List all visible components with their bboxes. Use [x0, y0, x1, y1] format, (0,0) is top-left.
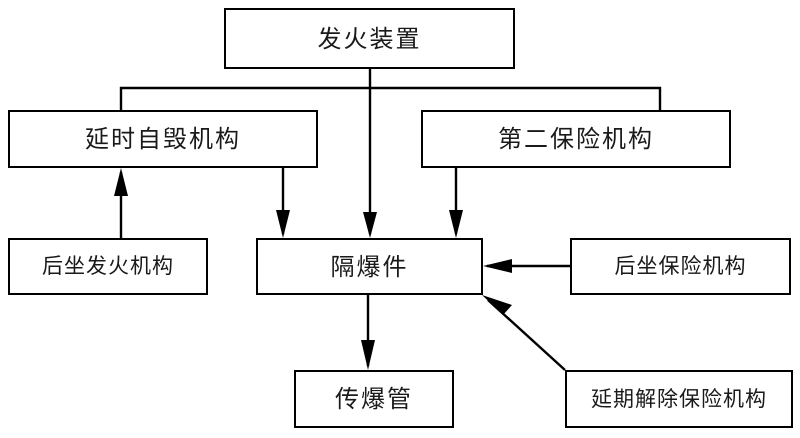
- node-label-ignition-device: 发火装置: [317, 24, 422, 53]
- node-label-delay-selfdestruct: 延时自毁机构: [85, 125, 241, 153]
- arrowhead-recoil-ignition-up: [114, 168, 128, 196]
- arrowhead-selfdestruct-to-isolator: [276, 210, 290, 238]
- edge-ignition-bus-right: [370, 86, 662, 110]
- node-label-recoil-ignition: 后坐发火机构: [42, 254, 174, 278]
- node-ignition-device[interactable]: 发火装置: [224, 8, 515, 69]
- node-label-recoil-safety: 后坐保险机构: [614, 254, 747, 278]
- node-recoil-ignition[interactable]: 后坐发火机构: [8, 238, 208, 295]
- node-label-second-safety: 第二保险机构: [498, 125, 654, 153]
- node-label-delayed-release-safety: 延期解除保险机构: [591, 386, 767, 411]
- arrowhead-delayed-release-upleft: [482, 295, 512, 315]
- node-label-detonating-tube: 传爆管: [335, 385, 413, 413]
- node-recoil-safety[interactable]: 后坐保险机构: [570, 238, 791, 295]
- node-explosion-isolator[interactable]: 隔爆件: [256, 238, 483, 295]
- arrowhead-isolator-to-detonating-tube: [361, 340, 375, 370]
- node-detonating-tube[interactable]: 传爆管: [294, 370, 454, 428]
- node-delayed-release-safety[interactable]: 延期解除保险机构: [565, 370, 793, 428]
- arrowhead-second-safety-to-isolator: [449, 210, 463, 238]
- edge-ignition-bus-left: [119, 86, 370, 110]
- arrowhead-recoil-safety-left: [483, 259, 512, 273]
- node-label-explosion-isolator: 隔爆件: [330, 252, 409, 281]
- node-delay-selfdestruct[interactable]: 延时自毁机构: [8, 110, 318, 168]
- arrowhead-ignition-to-isolator: [363, 212, 377, 238]
- node-second-safety[interactable]: 第二保险机构: [421, 110, 731, 168]
